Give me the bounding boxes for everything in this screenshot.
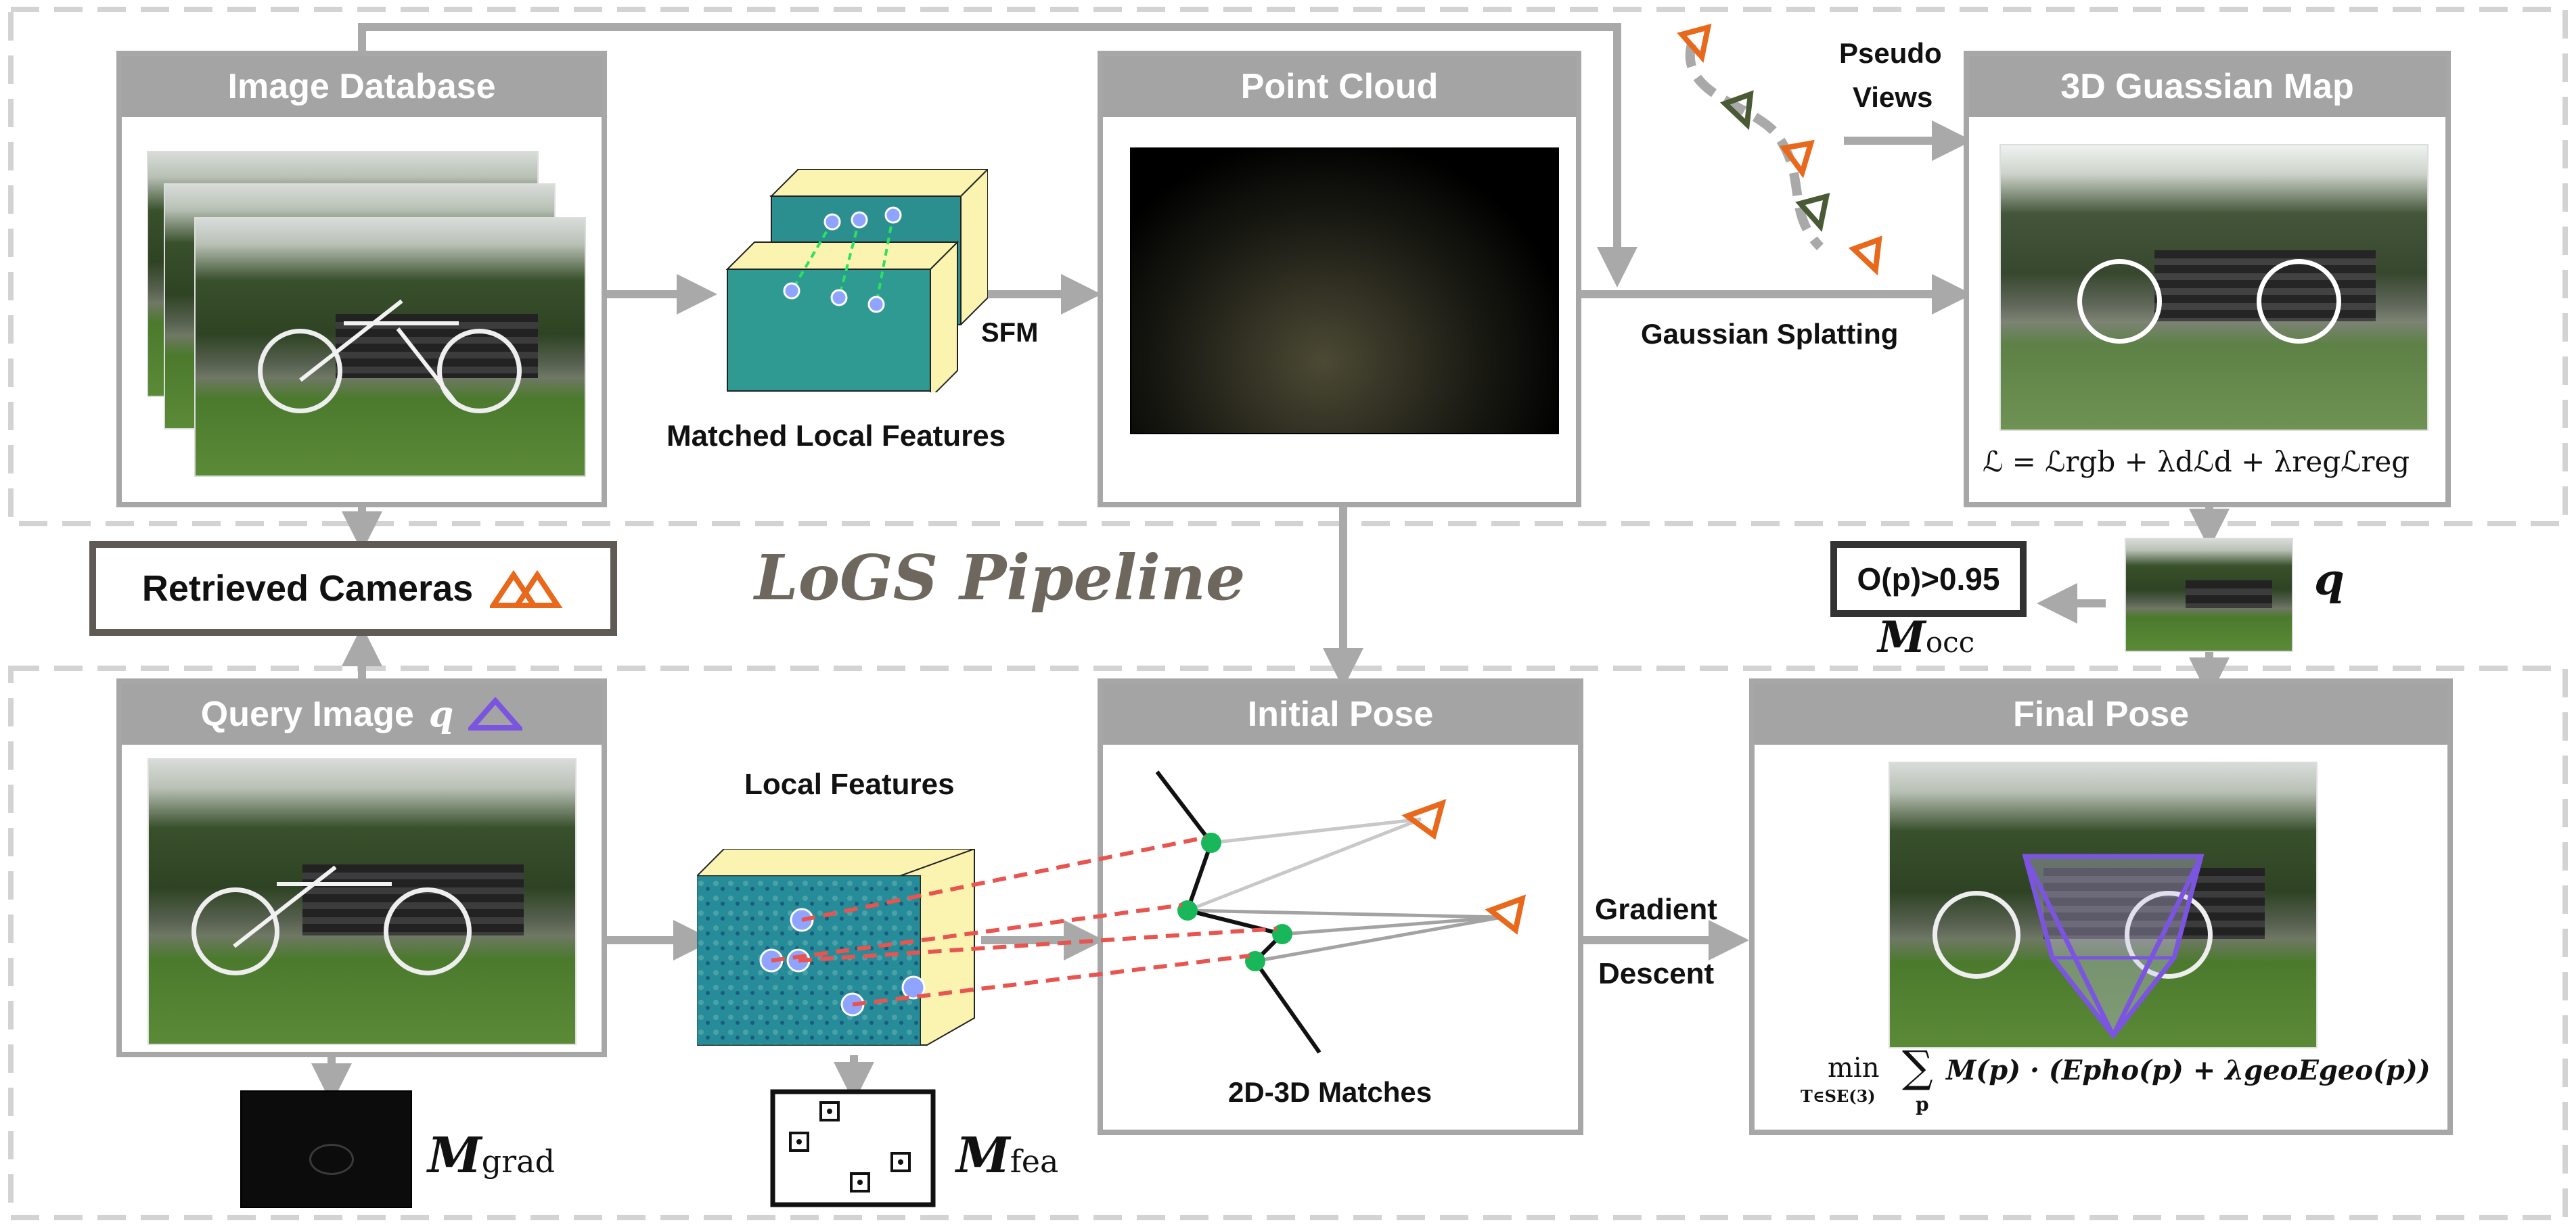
loss-equation: ℒ = ℒrgb + λdℒd + λregℒreg <box>1983 445 2410 478</box>
pseudo-view-trajectory <box>1677 24 1882 276</box>
pseudo-camera-icon <box>1795 192 1830 232</box>
point-cloud-image <box>1130 147 1559 434</box>
3d-point <box>1201 833 1221 853</box>
final-pose-panel: Final Pose min T∈SE(3) ∑ p M(p) · (Epho(… <box>1749 678 2453 1135</box>
local-features-label: Local Features <box>744 768 955 801</box>
retrieved-cameras-label: Retrieved Cameras <box>141 568 474 609</box>
camera-icon-a <box>1401 799 1447 840</box>
m-occ-symbol: Mocc <box>1878 612 1975 663</box>
objective-min: min <box>1828 1052 1880 1084</box>
feature-point <box>783 282 800 300</box>
m-fea-symbol: Mfea <box>956 1126 1059 1184</box>
feature-point <box>823 213 841 231</box>
m-grad-image <box>240 1090 412 1208</box>
pipeline-title: LoGS Pipeline <box>754 541 1246 614</box>
pseudo-camera-icon <box>1779 139 1815 179</box>
gaussian-map-render <box>1999 144 2428 431</box>
pose-graph <box>1155 770 1527 1054</box>
point-cloud-title: Point Cloud <box>1103 56 1576 117</box>
matches-2d3d-label: 2D-3D Matches <box>1228 1076 1432 1108</box>
matched-feature-maps <box>725 169 988 392</box>
gaussian-splatting-label: Gaussian Splatting <box>1641 318 1899 350</box>
query-photo <box>148 758 577 1045</box>
q-symbol-query: q <box>428 693 454 735</box>
pseudo-camera-icon <box>1719 90 1754 131</box>
gaussian-map-title: 3D Guassian Map <box>1969 56 2445 117</box>
objective-equation: min T∈SE(3) ∑ p M(p) · (Epho(p) + λgeoEg… <box>1801 1042 2431 1124</box>
camera-icon-b <box>1485 894 1527 935</box>
feature-point <box>851 211 868 229</box>
objective-body: M(p) · (Epho(p) + λgeoEgeo(p)) <box>1946 1055 2431 1086</box>
m-grad-symbol: Mgrad <box>428 1126 556 1184</box>
final-pose-render <box>1889 762 2318 1048</box>
occupancy-threshold-box: O(p)>0.95 <box>1830 541 2027 617</box>
gaussian-map-panel: 3D Guassian Map ℒ = ℒrgb + λdℒd + λregℒr… <box>1964 51 2451 507</box>
camera-pair-icon <box>490 570 563 608</box>
occupancy-threshold-label: O(p)>0.95 <box>1857 561 2000 597</box>
pseudo-views-label-1: Pseudo <box>1839 37 1942 69</box>
query-camera-icon <box>468 697 523 731</box>
database-photo-front <box>194 217 586 477</box>
objective-sum-sub: p <box>1916 1093 1929 1115</box>
m-fea-mask <box>770 1089 936 1207</box>
gradient-label: Gradient <box>1595 893 1717 926</box>
query-feature-point <box>901 975 926 1000</box>
point-cloud-panel: Point Cloud <box>1098 51 1581 507</box>
objective-sum-symbol: ∑ <box>1902 1042 1933 1092</box>
objective-min-sub: T∈SE(3) <box>1801 1086 1876 1106</box>
query-image-title: Query Image q <box>122 684 602 745</box>
image-database-title: Image Database <box>122 56 602 117</box>
retrieved-cameras-box: Retrieved Cameras <box>89 541 617 636</box>
feature-point <box>867 296 885 313</box>
descent-label: Descent <box>1598 957 1715 990</box>
3d-point <box>1272 924 1292 944</box>
image-database-panel: Image Database <box>116 51 607 507</box>
pseudo-camera-icon <box>1848 235 1882 276</box>
feature-point <box>884 206 902 224</box>
pseudo-camera-icon <box>1677 24 1712 63</box>
camera-frustum <box>2022 854 2205 1040</box>
matched-local-features-label: Matched Local Features <box>666 419 1006 453</box>
3d-point <box>1177 900 1198 921</box>
initial-pose-title: Initial Pose <box>1103 684 1578 745</box>
3d-point <box>1245 951 1265 971</box>
sfm-label: SFM <box>981 318 1039 348</box>
initial-pose-panel: Initial Pose 2D-3D Matches <box>1098 678 1583 1135</box>
final-pose-title: Final Pose <box>1755 684 2447 745</box>
feature-point <box>830 289 848 306</box>
query-image-panel: Query Image q <box>116 678 607 1057</box>
query-thumbnail <box>2125 538 2293 652</box>
pseudo-views-label-2: Views <box>1853 81 1933 113</box>
q-symbol-thumbnail: q <box>2314 555 2345 605</box>
